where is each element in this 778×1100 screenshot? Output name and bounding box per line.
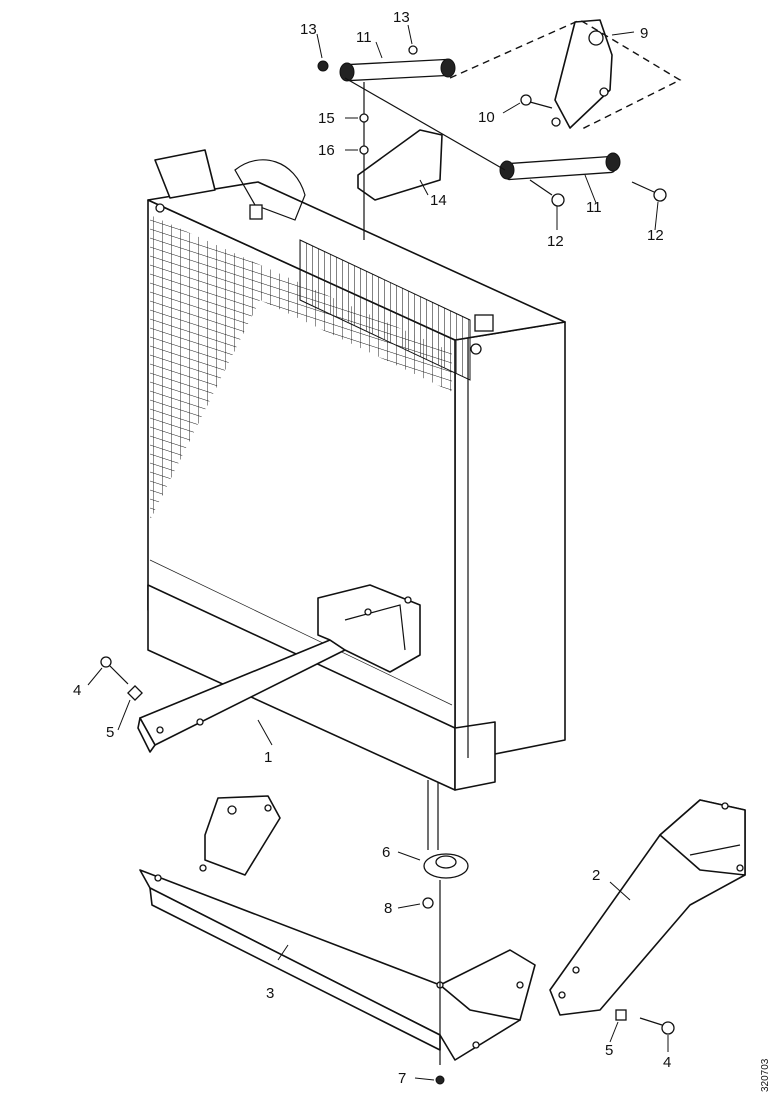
callout-9: 9 xyxy=(640,25,648,42)
callout-13-right: 13 xyxy=(393,9,410,26)
callout-labels: 1 2 3 4 4 5 5 6 7 8 9 10 11 11 12 12 13 … xyxy=(73,9,671,1087)
drawing-code: 320703 xyxy=(760,1058,771,1092)
callout-14: 14 xyxy=(430,192,447,209)
callout-13-left: 13 xyxy=(300,21,317,38)
callout-3: 3 xyxy=(266,985,274,1002)
callout-10: 10 xyxy=(478,109,495,126)
callout-11-upper: 11 xyxy=(356,29,372,46)
callout-8: 8 xyxy=(384,900,392,917)
fastener-hardware xyxy=(100,656,675,1035)
callout-4-left: 4 xyxy=(73,682,81,699)
upper-linkage xyxy=(317,19,682,240)
callout-1: 1 xyxy=(264,749,272,766)
part-6-mount xyxy=(422,853,469,1085)
callout-12-left: 12 xyxy=(547,233,564,250)
callout-12-right: 12 xyxy=(647,227,664,244)
part-3-cross-member xyxy=(139,795,536,1061)
part-2-right-arm xyxy=(549,799,746,1016)
callout-4-right: 4 xyxy=(663,1054,671,1071)
callout-2: 2 xyxy=(592,867,600,884)
radiator-assembly xyxy=(147,149,566,850)
callout-6: 6 xyxy=(382,844,390,861)
leader-lines xyxy=(87,24,669,1081)
callout-5-left: 5 xyxy=(106,724,114,741)
callout-15: 15 xyxy=(318,110,335,127)
part-1-support-bracket xyxy=(137,584,421,753)
callout-16: 16 xyxy=(318,142,335,159)
callout-5-right: 5 xyxy=(605,1042,613,1059)
callout-11-lower: 11 xyxy=(586,199,602,216)
callout-7: 7 xyxy=(398,1070,406,1087)
